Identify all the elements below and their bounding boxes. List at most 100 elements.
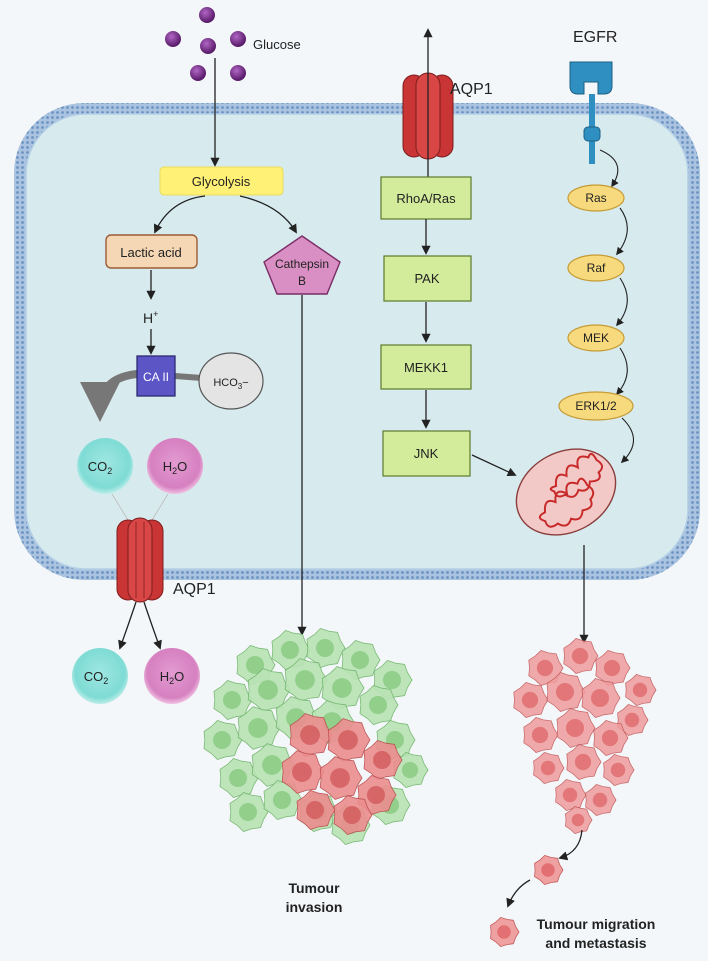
aqp1-top-label: AQP1: [450, 81, 493, 98]
h2o-molecule-outside: H2O: [144, 648, 200, 704]
svg-text:PAK: PAK: [414, 271, 439, 286]
tumour-cell: [219, 758, 259, 798]
tumour-invasion-label-line1: Tumour: [288, 880, 340, 896]
tumour-cell: [284, 658, 328, 702]
tumour-cell: [593, 720, 629, 756]
pak-box: PAK: [383, 255, 472, 302]
raf-to-mek-arrow: [616, 277, 628, 327]
migration-arrow-1: [558, 829, 583, 861]
mekk1-box: MEKK1: [380, 344, 472, 390]
tumour-cell: [321, 666, 365, 710]
tumour-cell: [566, 744, 602, 780]
tumour-cell: [263, 780, 303, 820]
svg-text:JNK: JNK: [414, 446, 439, 461]
tumour-cell: [296, 790, 336, 830]
tumour-cell: [563, 638, 599, 674]
glycolysis-label: Glycolysis: [192, 174, 251, 189]
tumour-cell: [281, 750, 325, 794]
h-plus-label: H+: [143, 309, 158, 326]
svg-text:ERK1/2: ERK1/2: [575, 399, 617, 413]
svg-text:B: B: [298, 274, 306, 288]
h2o-molecule-inside: H2O: [147, 438, 203, 494]
mitochondrion: [515, 448, 617, 536]
tumour-cell: [595, 650, 631, 686]
egfr-to-ras-arrow: [599, 149, 619, 188]
tumour-cell: [603, 753, 635, 787]
svg-text:CO2: CO2: [84, 669, 109, 686]
ca-ii-box: CA II: [136, 355, 176, 397]
svg-text:MEK: MEK: [583, 331, 609, 345]
aqp1-channel-bottom: [116, 517, 164, 603]
tumour-cell: [357, 775, 397, 815]
svg-text:H2O: H2O: [163, 459, 188, 476]
migration-arrow-2: [506, 879, 531, 908]
svg-text:CO2: CO2: [88, 459, 113, 476]
mek-ellipse: MEK: [567, 324, 625, 352]
svg-text:Ras: Ras: [585, 191, 606, 205]
tumour-migration-label-line1: Tumour migration: [537, 916, 656, 932]
tumour-cell: [203, 720, 243, 760]
tumour-cell: [306, 628, 346, 668]
hco3-label: HCO3−: [213, 377, 248, 391]
aqp1-bottom-label: AQP1: [173, 581, 216, 598]
tumour-invasion-cluster: [203, 628, 429, 845]
tumour-cell: [556, 708, 596, 748]
tumour-cell: [528, 650, 564, 686]
glycolysis-box: Glycolysis: [159, 166, 284, 196]
tumour-cell: [490, 916, 520, 948]
hco3-circle: HCO3−: [198, 352, 264, 410]
tumour-cell: [237, 706, 281, 750]
tumour-cell: [359, 685, 399, 725]
tumour-cell: [333, 795, 373, 835]
glucose-molecules: [165, 7, 246, 81]
cathepsin-b-pentagon: Cathepsin B: [263, 235, 341, 295]
rhoa-ras-box: RhoA/Ras: [380, 176, 472, 220]
mek-to-erk-arrow: [615, 347, 628, 396]
tumour-cell: [327, 718, 371, 762]
egfr-label: EGFR: [573, 29, 617, 46]
caii-curved-arrow: [80, 370, 138, 422]
glucose-label: Glucose: [253, 37, 301, 52]
aqp1-co2-out-arrow: [118, 601, 137, 650]
tumour-cell: [523, 717, 559, 753]
tumour-cell: [546, 672, 586, 712]
erk-ellipse: ERK1/2: [558, 391, 634, 421]
tumour-cell: [585, 783, 617, 817]
caii-hco3-link: [174, 373, 203, 381]
erk-to-mito-arrow: [620, 417, 635, 464]
h2o-channel-line: [151, 493, 169, 521]
jnk-to-mito-arrow: [471, 454, 517, 477]
lactic-acid-label: Lactic acid: [120, 245, 181, 260]
svg-text:Raf: Raf: [587, 261, 606, 275]
tumour-cell: [289, 713, 333, 757]
ras-ellipse: Ras: [567, 184, 625, 212]
tumour-cell: [513, 682, 549, 718]
raf-ellipse: Raf: [567, 254, 625, 282]
tumour-cell: [213, 680, 253, 720]
glycolysis-to-lactic-arrow: [153, 195, 206, 234]
co2-molecule-inside: CO2: [77, 438, 133, 494]
co2-molecule-outside: CO2: [72, 648, 128, 704]
tumour-cell: [533, 751, 565, 785]
egfr-receptor: [569, 61, 613, 164]
aqp1-h2o-out-arrow: [143, 601, 162, 650]
glycolysis-to-cathepsin-arrow: [239, 195, 297, 234]
tumour-cell: [625, 673, 657, 707]
tumour-migration-label-line2: and metastasis: [545, 935, 646, 951]
tumour-cell: [341, 640, 381, 680]
tumour-cell: [555, 778, 587, 812]
ras-to-raf-arrow: [616, 207, 628, 256]
svg-text:MEKK1: MEKK1: [404, 360, 448, 375]
tumour-cell: [247, 668, 291, 712]
lactic-acid-box: Lactic acid: [105, 234, 198, 269]
jnk-box: JNK: [382, 430, 471, 477]
tumour-cell: [617, 703, 649, 737]
tumour-cell: [534, 854, 564, 886]
tumour-cell: [564, 805, 593, 835]
tumour-migration-cluster: [490, 638, 657, 948]
svg-text:Cathepsin: Cathepsin: [275, 257, 329, 271]
tumour-cell: [393, 752, 429, 788]
tumour-invasion-label-line2: invasion: [286, 899, 343, 915]
co2-channel-line: [111, 493, 129, 521]
